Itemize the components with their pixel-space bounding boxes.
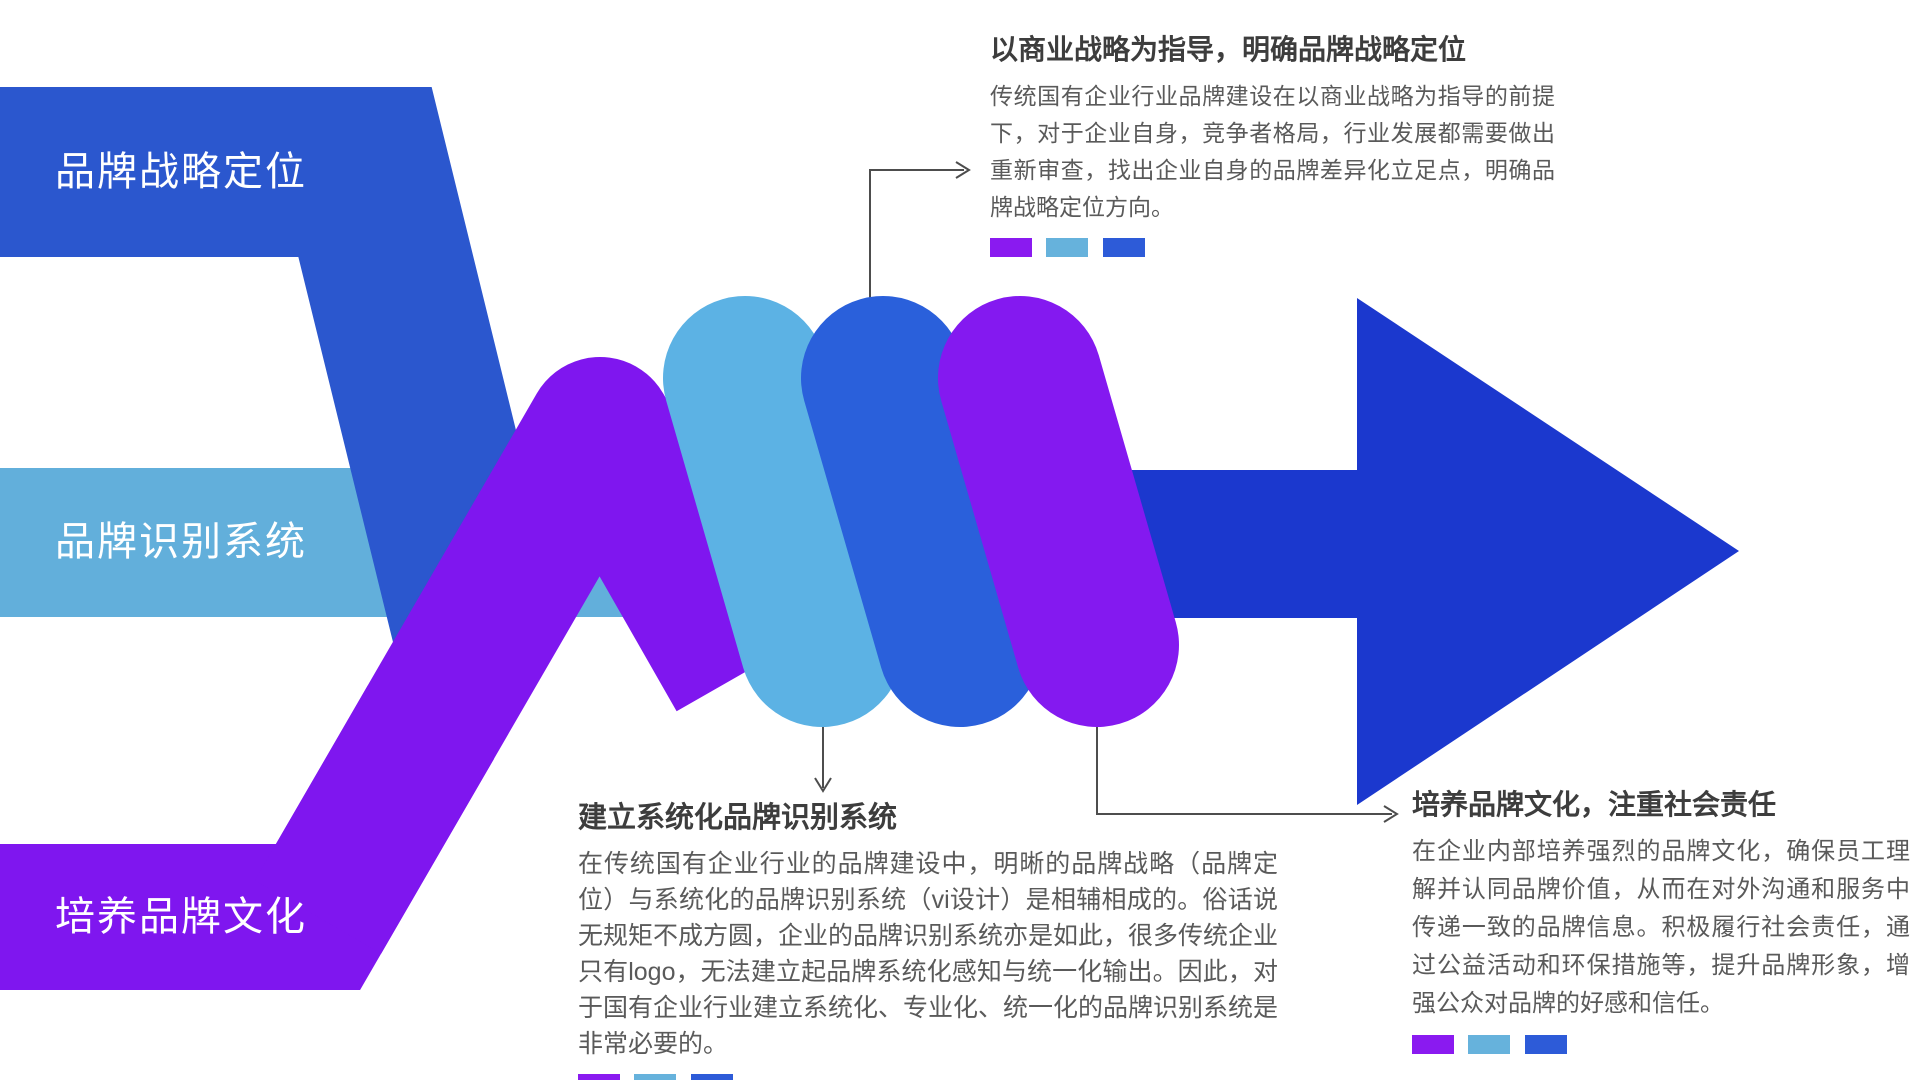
swatch-lightblue-icon xyxy=(1046,238,1089,257)
ribbon-band-strategy xyxy=(0,87,563,661)
ribbon-label-identity: 品牌识别系统 xyxy=(55,520,307,564)
braid-capsule-lightblue xyxy=(663,296,904,727)
swatch-purple-icon xyxy=(578,1074,620,1080)
annotation-strategy: 以商业战略为指导，明确品牌战略定位 传统国有企业行业品牌建设在以商业战略为指导的… xyxy=(990,28,1555,258)
annotation-identity-swatches xyxy=(578,1074,1278,1080)
swatch-lightblue-icon xyxy=(1468,1035,1511,1054)
annotation-identity-title: 建立系统化品牌识别系统 xyxy=(578,802,898,834)
annotation-culture-body: 在企业内部培养强烈的品牌文化，确保员工理解并认同品牌价值，从而在对外沟通和服务中… xyxy=(1412,838,1910,1017)
swatch-blue-icon xyxy=(1524,1035,1567,1054)
direction-arrow xyxy=(1010,298,1739,805)
annotation-culture-swatches xyxy=(1412,1035,1910,1055)
ribbon-label-strategy: 品牌战略定位 xyxy=(55,150,307,194)
connector-line-culture xyxy=(1096,700,1392,815)
ribbon-label-culture: 培养品牌文化 xyxy=(55,895,307,939)
annotation-strategy-title: 以商业战略为指导，明确品牌战略定位 xyxy=(990,34,1467,65)
connector-arrowhead-strategy xyxy=(955,161,971,179)
annotation-culture-title: 培养品牌文化，注重社会责任 xyxy=(1412,789,1777,820)
annotation-strategy-body: 传统国有企业行业品牌建设在以商业战略为指导的前提下，对于企业自身，竞争者格局，行… xyxy=(990,83,1555,220)
swatch-lightblue-icon xyxy=(634,1074,677,1080)
swatch-purple-icon xyxy=(1412,1035,1454,1054)
connector-arrowhead-culture xyxy=(1383,805,1399,823)
annotation-identity: 建立系统化品牌识别系统 在传统国有企业行业的品牌建设中，明晰的品牌战略（品牌定位… xyxy=(578,794,1278,1080)
braid-capsule-blue xyxy=(801,296,1042,727)
swatch-purple-icon xyxy=(990,238,1032,257)
connector-line-strategy xyxy=(869,169,964,350)
swatch-blue-icon xyxy=(1102,238,1145,257)
annotation-strategy-swatches xyxy=(990,238,1555,258)
swatch-blue-icon xyxy=(690,1074,733,1080)
connector-arrowhead-identity xyxy=(814,777,832,793)
annotation-identity-body: 在传统国有企业行业的品牌建设中，明晰的品牌战略（品牌定位）与系统化的品牌识别系统… xyxy=(578,850,1279,1058)
annotation-culture: 培养品牌文化，注重社会责任 在企业内部培养强烈的品牌文化，确保员工理解并认同品牌… xyxy=(1412,783,1910,1055)
braid-capsule-purple xyxy=(938,296,1179,727)
ribbon-band-culture-peak xyxy=(254,357,804,954)
